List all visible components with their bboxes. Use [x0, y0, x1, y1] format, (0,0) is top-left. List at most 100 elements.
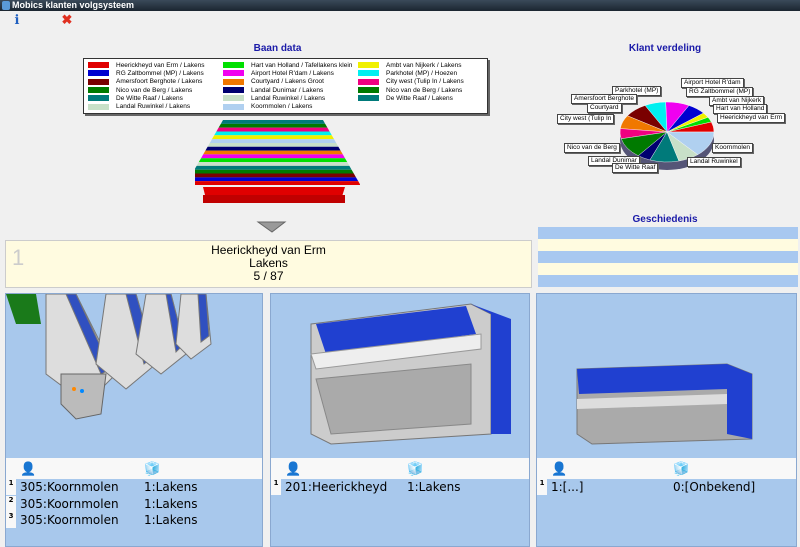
- stack-layer: [195, 173, 356, 178]
- person-icon: 👤: [551, 461, 568, 476]
- legend-swatch: [358, 87, 379, 94]
- history-row[interactable]: [538, 275, 798, 287]
- legend-label: Landal Ruwinkel / Lakens: [116, 103, 191, 111]
- legend-label: Hart van Holland / Tafellakens klein: [251, 61, 353, 69]
- legend-swatch: [358, 95, 379, 102]
- person-icon: 👤: [20, 461, 37, 476]
- klant-title: Klant verdeling: [628, 43, 702, 54]
- legend-label: Koornmolen / Lakens: [251, 103, 313, 111]
- row-customer: 1:[...]: [551, 480, 584, 494]
- row-number: 3: [6, 512, 16, 528]
- legend-item: Ambt van Nijkerk / Lakens: [358, 61, 488, 69]
- stack-layer: [218, 123, 328, 128]
- legend-swatch: [358, 70, 379, 77]
- legend-item: Landal Ruwinkel / Lakens: [88, 102, 223, 110]
- stack-layer: [205, 146, 341, 151]
- legend-swatch: [358, 78, 379, 85]
- product-blocks-icon: 🧊: [673, 461, 690, 476]
- history-row[interactable]: [538, 263, 798, 275]
- legend-item: De Witte Raaf / Lakens: [88, 94, 223, 102]
- legend-item: Airport Hotel R'dam / Lakens: [223, 69, 358, 77]
- row-number: 1: [537, 479, 547, 495]
- legend-label: Amersfoort Berghote / Lakens: [116, 78, 203, 86]
- pie-label: Courtyard: [587, 103, 622, 113]
- legend-swatch: [358, 62, 379, 69]
- info-icon[interactable]: ℹ: [14, 12, 20, 27]
- legend-item: Koornmolen / Lakens: [223, 102, 358, 110]
- legend-swatch: [223, 87, 244, 94]
- legend-item: City west (Tulip In / Lakens: [358, 78, 488, 86]
- stack-layer: [214, 131, 332, 136]
- legend-label: Landal Dunimar / Lakens: [251, 86, 324, 94]
- stack-layer: [207, 142, 339, 147]
- stack-layer: [201, 154, 345, 159]
- legend-label: Nico van de Berg / Lakens: [116, 86, 193, 94]
- row-number: 2: [6, 495, 16, 512]
- legend-label: Heerickheyd van Erm / Lakens: [116, 61, 205, 69]
- legend-label: De Witte Raaf / Lakens: [386, 94, 453, 102]
- stack-layer: [195, 177, 359, 182]
- legend-label: Courtyard / Lakens Groot: [251, 78, 324, 86]
- pie-label: Landal Ruwinkel: [687, 157, 741, 167]
- row-product: 1:Lakens: [144, 480, 198, 494]
- pie-label: Heerickheyd van Erm: [717, 113, 786, 123]
- current-item-panel: 1 Heerickheyd van Erm Lakens 5 / 87: [5, 240, 532, 288]
- stack-layer: [216, 127, 330, 132]
- product-blocks-icon: 🧊: [144, 461, 161, 476]
- stack-layer: [195, 169, 354, 174]
- row-number: 1: [271, 479, 281, 495]
- window-title: Mobics klanten volgsysteem: [12, 0, 135, 10]
- scroll-down-arrow-icon[interactable]: [256, 221, 287, 233]
- legend-item: De Witte Raaf / Lakens: [358, 94, 488, 102]
- history-row[interactable]: [538, 239, 798, 251]
- feeder-machine-image: [6, 294, 212, 420]
- title-bar: Mobics klanten volgsysteem: [0, 0, 800, 11]
- current-product: Lakens: [249, 256, 288, 270]
- legend-swatch: [223, 62, 244, 69]
- stack-layer: [196, 162, 350, 166]
- pie-label: De Witte Raaf: [612, 163, 659, 173]
- current-index: 1: [12, 245, 25, 270]
- legend-swatch: [88, 70, 109, 77]
- legend-swatch: [88, 78, 109, 85]
- legend-item: RG Zaltbommel (MP) / Lakens: [88, 69, 223, 77]
- stack-layer: [212, 135, 334, 140]
- pie-label: Koornmolen: [712, 143, 754, 153]
- stack-layer: [220, 120, 326, 124]
- history-row[interactable]: [538, 251, 798, 263]
- legend-item: Parkhotel (MP) / Hoezen: [358, 69, 488, 77]
- legend-item: Landal Ruwinkel / Lakens: [223, 94, 358, 102]
- legend-label: Parkhotel (MP) / Hoezen: [386, 69, 458, 77]
- legend-label: City west (Tulip In / Lakens: [386, 78, 464, 86]
- legend-label: Airport Hotel R'dam / Lakens: [251, 69, 334, 77]
- stack-layer: [203, 150, 343, 155]
- legend-swatch: [223, 78, 244, 85]
- legend-swatch: [223, 103, 244, 110]
- stack-front: [203, 195, 345, 203]
- history-row[interactable]: [538, 227, 798, 239]
- person-icon: 👤: [285, 461, 302, 476]
- exit-icon[interactable]: ✖: [61, 12, 73, 27]
- row-number: 1: [6, 479, 16, 495]
- folder-machine-image: [576, 363, 753, 445]
- current-count: 5 / 87: [253, 269, 284, 283]
- stack-layer: [195, 165, 352, 170]
- legend-swatch: [88, 103, 109, 110]
- legend-swatch: [88, 87, 109, 94]
- legend-swatch: [223, 70, 244, 77]
- legend-item: Hart van Holland / Tafellakens klein: [223, 61, 358, 69]
- legend-label: RG Zaltbommel (MP) / Lakens: [116, 69, 204, 77]
- row-customer: 305:Koornmolen: [20, 496, 119, 511]
- legend-label: De Witte Raaf / Lakens: [116, 94, 183, 102]
